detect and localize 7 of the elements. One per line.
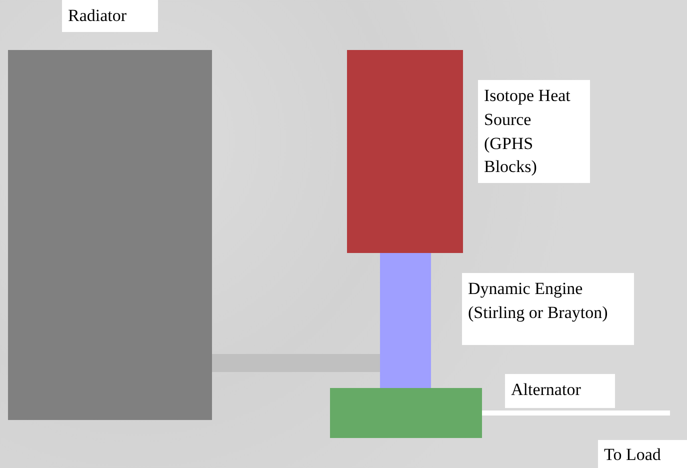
component-label: Dynamic Engine (Stirling or Brayton) [462,273,634,345]
output-line [482,410,670,416]
component-label: Isotope Heat Source (GPHS Blocks) [478,80,590,184]
edge-label: To Load [598,440,687,468]
component-label: Radiator [62,0,158,32]
component-label: Alternator [505,374,615,408]
connecting-bar [212,354,380,372]
